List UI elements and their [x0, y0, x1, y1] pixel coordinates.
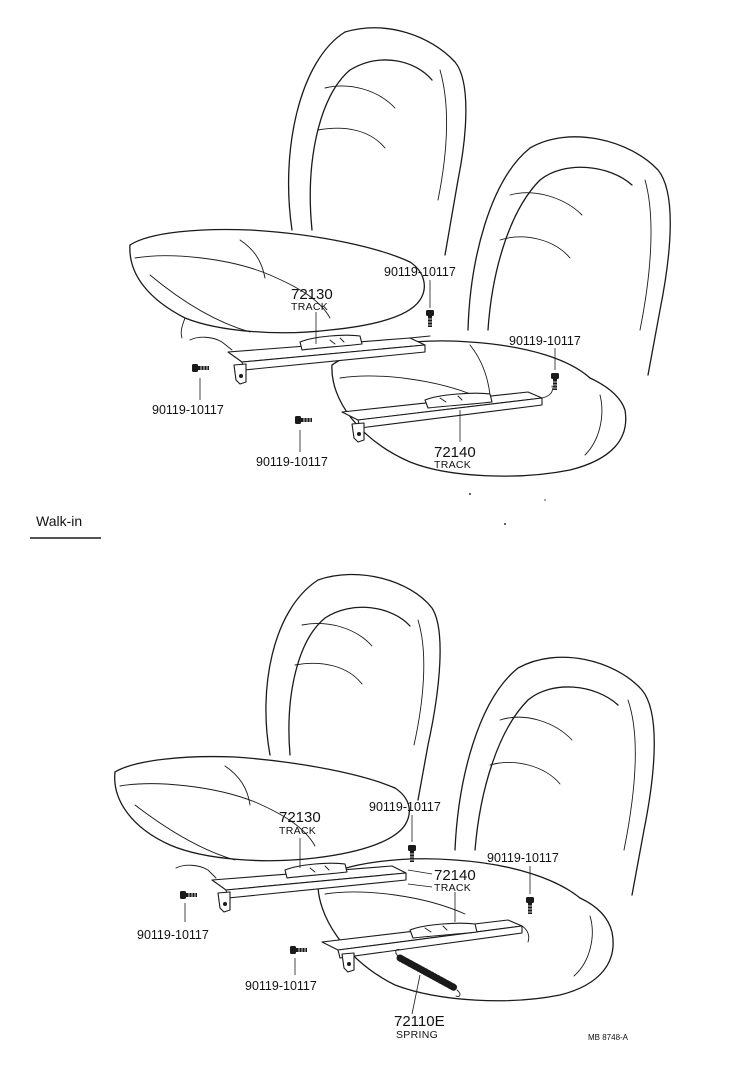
upper-bolt-label-3: 90119-10117: [152, 403, 224, 417]
upper-bolt-label-4: 90119-10117: [256, 455, 328, 469]
upper-bolt-label-1: 90119-10117: [384, 265, 456, 279]
spring-name: SPRING: [396, 1029, 438, 1041]
upper-track-right-name: TRACK: [434, 459, 471, 471]
lower-bolt-label-3: 90119-10117: [137, 928, 209, 942]
upper-bolt-label-2: 90119-10117: [509, 334, 581, 348]
lower-bolt-3: [179, 890, 198, 900]
lower-spring: [395, 949, 461, 997]
lower-right-track: [321, 919, 530, 973]
upper-track-right-number: 72140: [434, 444, 476, 461]
lower-bolt-label-1: 90119-10117: [369, 800, 441, 814]
upper-bolt-1: [425, 309, 435, 328]
spring-number: 72110E: [394, 1013, 445, 1030]
lower-bolt-label-2: 90119-10117: [487, 851, 559, 865]
lower-left-track: [175, 862, 407, 913]
walk-in-heading: Walk-in: [30, 513, 101, 539]
lower-left-seat: [114, 573, 441, 862]
lower-track-left-number: 72130: [279, 809, 321, 826]
upper-illustration: 72130 TRACK 72140 TRACK 90119-10117 9011…: [129, 27, 671, 525]
lower-track-right-number: 72140: [434, 867, 476, 884]
section-title: Walk-in: [36, 513, 82, 529]
lower-bolt-label-4: 90119-10117: [245, 979, 317, 993]
upper-track-left-name: TRACK: [291, 301, 328, 313]
lower-track-left-name: TRACK: [279, 825, 316, 837]
upper-bolt-4: [294, 415, 313, 425]
lower-bolt-4: [289, 945, 308, 955]
upper-left-track: [189, 334, 431, 385]
lower-track-right-name: TRACK: [434, 882, 471, 894]
lower-illustration: 72130 TRACK 72140 TRACK 72110E SPRING 90…: [114, 573, 655, 1042]
upper-left-seat: [129, 27, 467, 339]
figure-code: MB 8748-A: [588, 1033, 629, 1042]
upper-right-track: [341, 385, 553, 443]
upper-bolt-3: [191, 363, 210, 373]
lower-bolt-2: [525, 896, 535, 915]
upper-track-left-number: 72130: [291, 286, 333, 303]
